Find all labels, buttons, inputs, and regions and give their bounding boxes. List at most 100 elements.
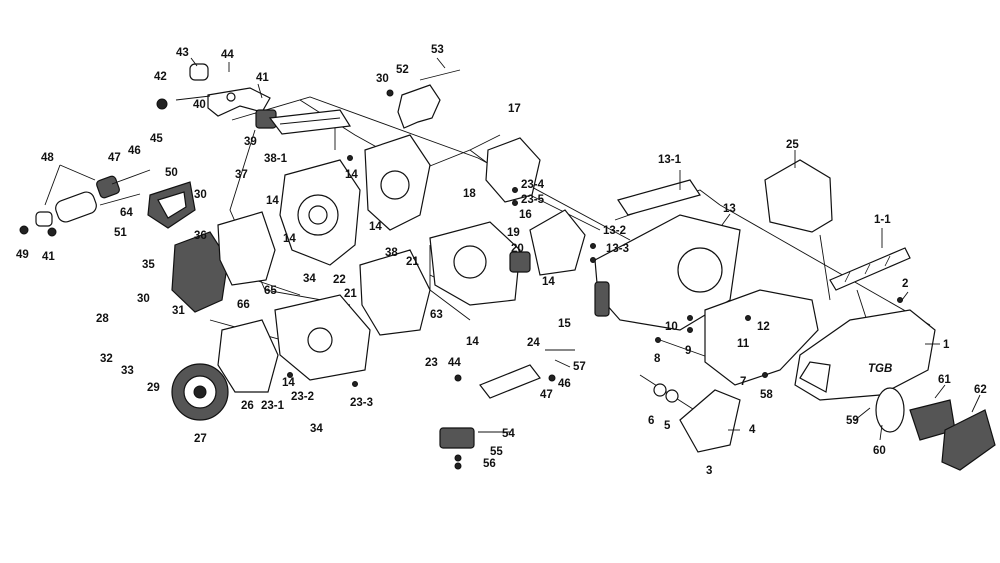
- callout-40: 40: [193, 99, 206, 111]
- part-right-case-13: [594, 214, 741, 331]
- callout-3: 3: [706, 465, 712, 477]
- callout-59: 59: [846, 415, 859, 427]
- callout-27: 27: [194, 433, 207, 445]
- callout-30b: 30: [194, 189, 207, 201]
- part-bracket-54: [439, 364, 541, 470]
- callout-38-1: 38-1: [264, 153, 288, 165]
- part-gasket-38-1: [268, 109, 352, 135]
- callout-49: 49: [16, 249, 29, 261]
- part-crankcase-center: [359, 221, 531, 336]
- callout-28: 28: [96, 313, 109, 325]
- callout-23-1: 23-1: [261, 400, 285, 412]
- callout-14d: 14: [283, 233, 296, 245]
- callout-18: 18: [463, 188, 476, 200]
- callout-37: 37: [235, 169, 248, 181]
- callout-5: 5: [664, 420, 671, 432]
- callout-4: 4: [749, 424, 756, 436]
- callout-23-4: 23-4: [521, 179, 545, 191]
- callout-60: 60: [873, 445, 886, 457]
- callout-34b: 34: [310, 423, 323, 435]
- callout-1: 1: [943, 339, 950, 351]
- callout-41: 41: [256, 72, 269, 84]
- callout-63: 63: [430, 309, 443, 321]
- part-gasket-16: [529, 209, 586, 276]
- callout-45: 45: [150, 133, 163, 145]
- callout-64: 64: [120, 207, 133, 219]
- callout-39: 39: [244, 136, 257, 148]
- leader-lines: [44, 57, 981, 441]
- callout-16: 16: [519, 209, 532, 221]
- part-filter-25: [764, 159, 833, 233]
- callout-15: 15: [558, 318, 571, 330]
- callout-2: 2: [902, 278, 908, 290]
- callout-53: 53: [431, 44, 444, 56]
- callout-20: 20: [511, 243, 524, 255]
- callout-14a: 14: [345, 169, 358, 181]
- callout-13: 13: [723, 203, 736, 215]
- callout-47b: 47: [540, 389, 553, 401]
- callout-65: 65: [264, 285, 277, 297]
- part-cover-35: [171, 211, 276, 313]
- callout-14c: 14: [369, 221, 382, 233]
- callout-12: 12: [757, 321, 770, 333]
- callout-22: 22: [333, 274, 346, 286]
- part-bracket-52: [386, 69, 461, 129]
- callout-23-2: 23-2: [291, 391, 314, 403]
- callout-55: 55: [490, 446, 503, 458]
- callout-48: 48: [41, 152, 54, 164]
- part-shroud-4: [653, 383, 741, 453]
- callout-14b: 14: [266, 195, 279, 207]
- callout-14g: 14: [542, 276, 555, 288]
- callout-23-5: 23-5: [521, 194, 545, 206]
- callout-35: 35: [142, 259, 155, 271]
- callout-14e: 14: [466, 336, 479, 348]
- callout-57: 57: [573, 361, 586, 373]
- callout-56: 56: [483, 458, 496, 470]
- callout-13-3: 13-3: [606, 243, 629, 255]
- callout-10: 10: [665, 321, 678, 333]
- part-crankcase-left: [279, 134, 431, 266]
- callout-24: 24: [527, 337, 540, 349]
- part-shaft-assembly-48: [19, 169, 151, 237]
- fasteners: [287, 155, 903, 387]
- callout-1-1: 1-1: [874, 214, 891, 226]
- part-mount-50: [147, 181, 196, 229]
- callout-labels: 43 44 42 41 40 39 38-1 53 52 30 45 46 47…: [16, 44, 987, 477]
- callout-33: 33: [121, 365, 134, 377]
- callout-44b: 44: [448, 357, 461, 369]
- callout-23: 23: [425, 357, 438, 369]
- callout-7: 7: [740, 376, 746, 388]
- callout-23-3: 23-3: [350, 397, 373, 409]
- callout-8: 8: [654, 353, 661, 365]
- part-cover-1: TGB: [794, 309, 936, 401]
- callout-13-1: 13-1: [658, 154, 682, 166]
- callout-31: 31: [172, 305, 185, 317]
- part-gasket-11-12: [704, 289, 819, 386]
- part-engine-mount-bracket: [156, 63, 277, 129]
- callout-51: 51: [114, 227, 127, 239]
- callout-6: 6: [648, 415, 654, 427]
- callout-11: 11: [737, 338, 750, 350]
- callout-32: 32: [100, 353, 113, 365]
- callout-54: 54: [502, 428, 515, 440]
- callout-13-2: 13-2: [603, 225, 626, 237]
- callout-29: 29: [147, 382, 160, 394]
- callout-50: 50: [165, 167, 178, 179]
- callout-9: 9: [685, 345, 691, 357]
- callout-21a: 21: [406, 256, 419, 268]
- callout-30c: 30: [137, 293, 150, 305]
- callout-43: 43: [176, 47, 189, 59]
- callout-41b: 41: [42, 251, 55, 263]
- part-gasket-17: [485, 137, 541, 203]
- callout-34: 34: [303, 273, 316, 285]
- brand-logo: TGB: [868, 363, 892, 375]
- callout-62: 62: [974, 384, 987, 396]
- part-gasket-13-1: [617, 179, 701, 216]
- callout-36: 36: [194, 230, 207, 242]
- part-cover-27: [171, 363, 229, 421]
- callout-46b: 46: [558, 378, 571, 390]
- callout-19: 19: [507, 227, 520, 239]
- callout-30: 30: [376, 73, 389, 85]
